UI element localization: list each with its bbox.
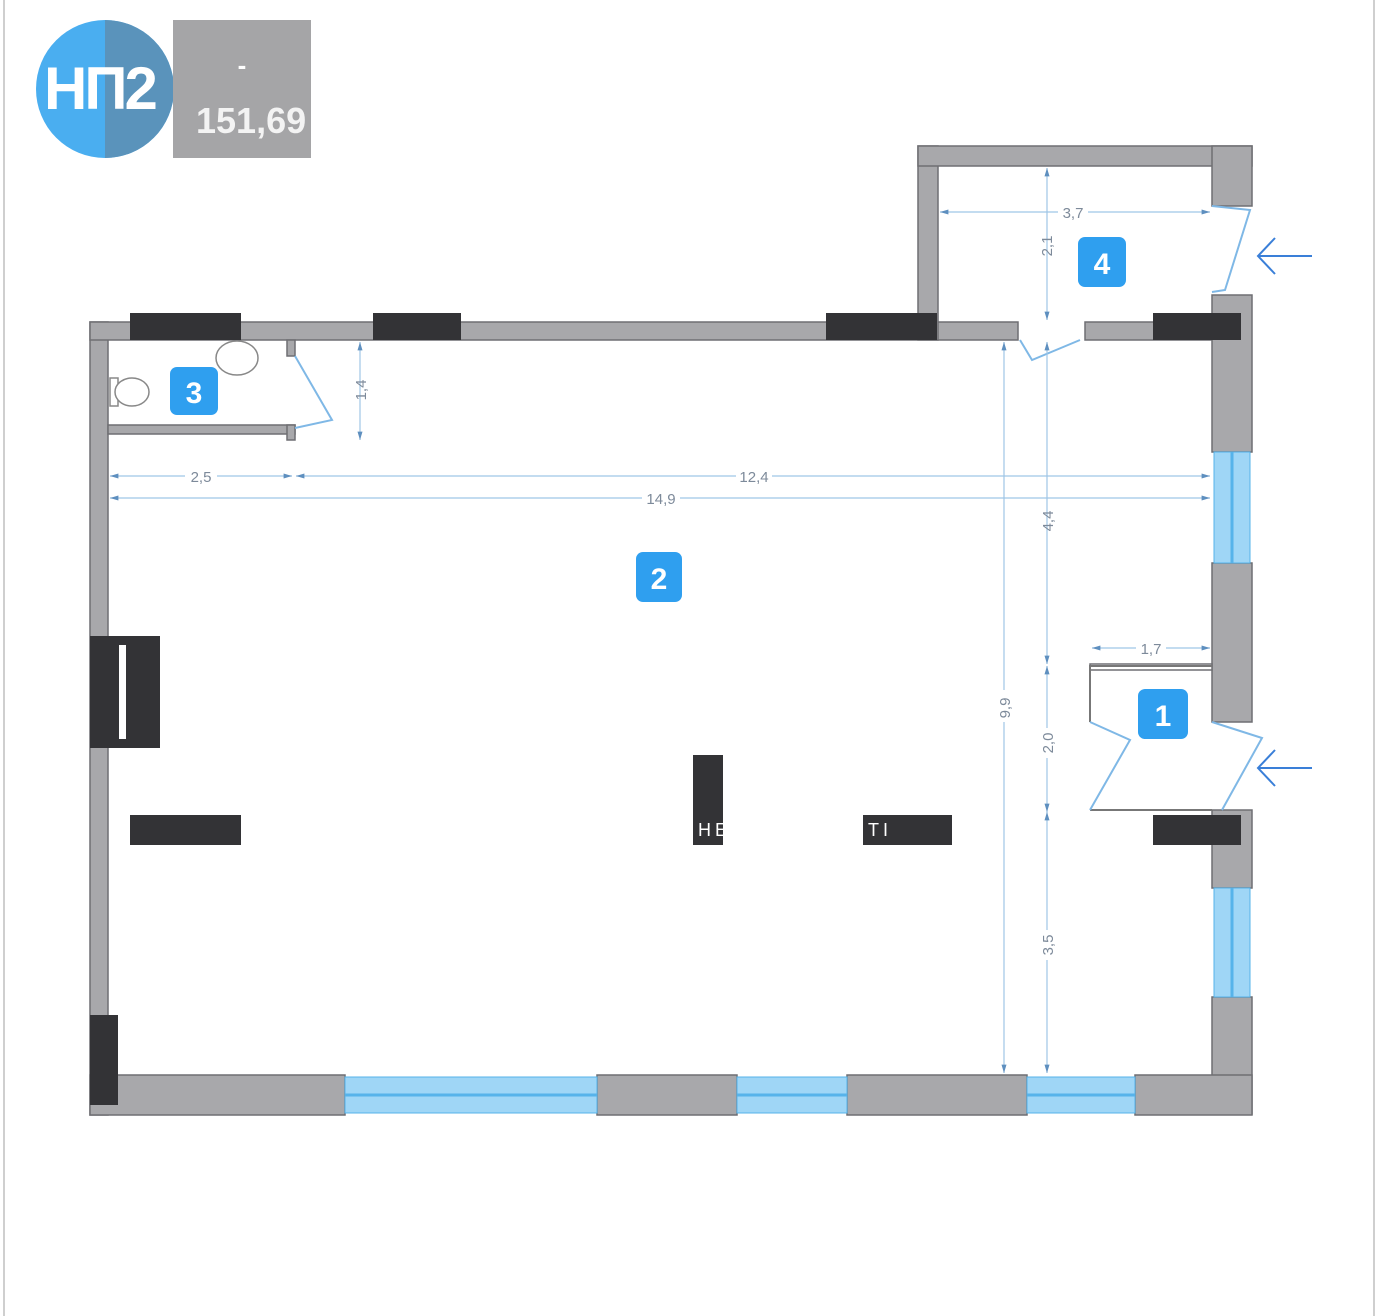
watermark-fragment: HE (698, 820, 731, 840)
svg-text:1: 1 (1155, 700, 1172, 733)
columns (90, 313, 1241, 1105)
toilet-icon (109, 377, 150, 407)
dim-right-top: 4,4 (1040, 511, 1057, 532)
dimension-labels: 3,7 2,1 1,4 2,5 12,4 14,9 9,9 4,4 2,0 3,… (185, 204, 1166, 960)
dim-wc-width: 2,5 (191, 469, 212, 486)
svg-text:4: 4 (1094, 248, 1111, 281)
dim-room4-depth: 2,1 (1039, 236, 1056, 257)
dim-room4-width: 3,7 (1063, 205, 1084, 222)
dim-right-bottom: 3,5 (1040, 935, 1057, 956)
dim-right-mid: 2,0 (1040, 733, 1057, 754)
unit-badge-panel (173, 20, 311, 158)
room-label-4: 4 (1078, 237, 1126, 287)
dim-hall-width: 12,4 (739, 469, 768, 486)
doors (294, 205, 1264, 811)
dim-room1-width: 1,7 (1141, 641, 1162, 658)
svg-text:2: 2 (651, 563, 668, 596)
windows (344, 451, 1251, 1114)
sink-icon (215, 340, 259, 376)
room-label-3: 3 (170, 367, 218, 415)
unit-dash: - (237, 50, 247, 80)
dim-total-depth: 9,9 (997, 698, 1014, 719)
svg-text:3: 3 (186, 377, 203, 410)
room-label-1: 1 (1138, 689, 1188, 739)
dim-wc-depth: 1,4 (353, 380, 370, 401)
room1-partition (1089, 665, 1212, 811)
unit-area: 151,69 (196, 100, 307, 141)
walls (89, 145, 1253, 1116)
entry-arrow-icon (1256, 237, 1312, 787)
watermark-fragment: TI (868, 820, 892, 840)
unit-badge-circle (36, 20, 174, 158)
page-frame (3, 0, 1375, 1316)
unit-code: НП2 (44, 55, 158, 122)
room-label-2: 2 (636, 552, 682, 602)
dim-total-width: 14,9 (646, 491, 675, 508)
unit-badge: НП2 - 151,69 (36, 20, 311, 158)
